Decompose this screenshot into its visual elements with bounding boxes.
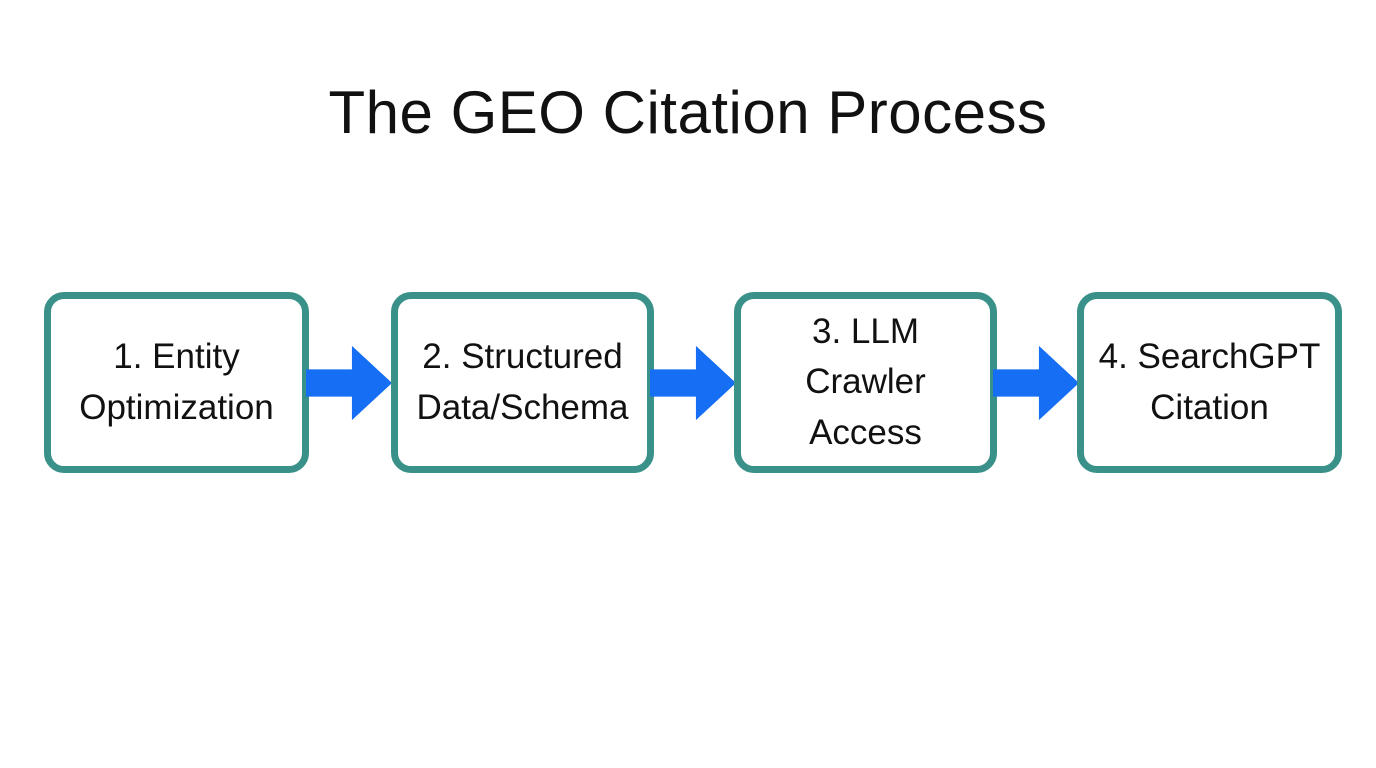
arrow-right-icon xyxy=(650,345,736,421)
flow-step-label: 2. Structured Data/Schema xyxy=(416,337,629,427)
flow-step-label: 4. SearchGPT Citation xyxy=(1098,337,1321,427)
page-title: The GEO Citation Process xyxy=(328,79,1048,146)
flow-step-label: 1. Entity Optimization xyxy=(79,337,274,427)
arrow-right-icon xyxy=(993,345,1079,421)
flow-step-label: 3. LLM Crawler Access xyxy=(805,312,926,452)
arrow-right-icon xyxy=(306,345,392,421)
flow-step-entity-optimization: 1. Entity Optimization xyxy=(44,292,309,473)
flow-step-structured-data-schema: 2. Structured Data/Schema xyxy=(391,292,654,473)
flow-step-llm-crawler-access: 3. LLM Crawler Access xyxy=(734,292,997,473)
flow-step-searchgpt-citation: 4. SearchGPT Citation xyxy=(1077,292,1342,473)
